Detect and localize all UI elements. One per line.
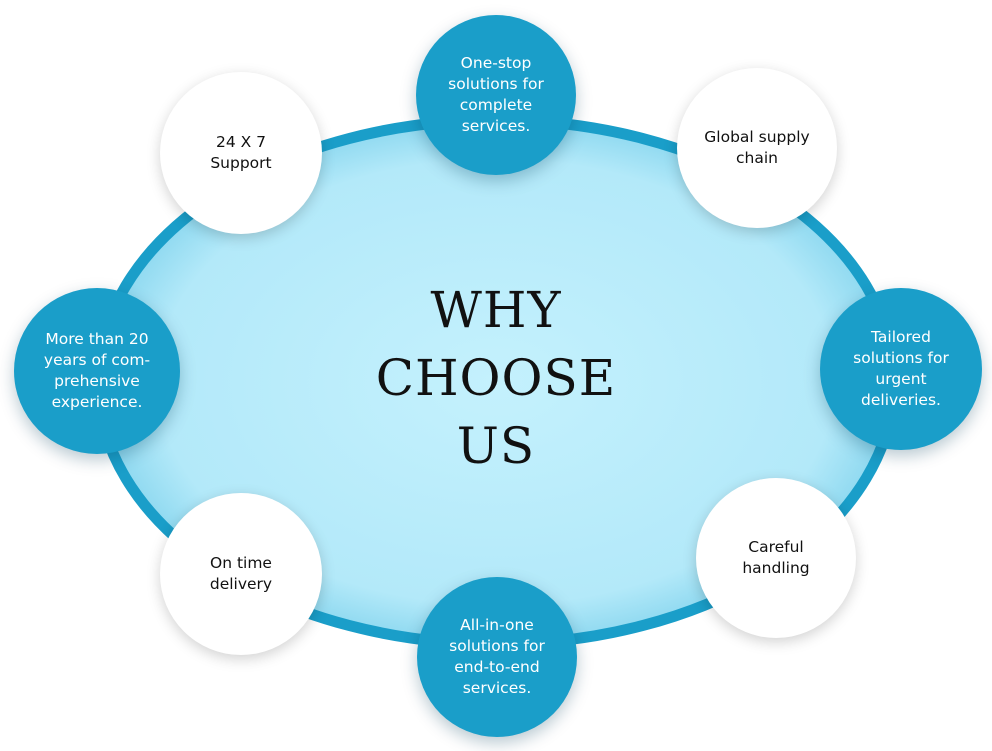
center-title: WHY CHOOSE US — [346, 268, 646, 488]
title-line-2: CHOOSE — [375, 349, 617, 407]
node-careful-handling: Careful handling — [696, 478, 856, 638]
node-global-supply-chain: Global supply chain — [677, 68, 837, 228]
title-line-1: WHY — [430, 281, 562, 339]
node-support-label: 24 X 7 Support — [210, 133, 272, 172]
node-tailored-label: Tailored solutions for urgent deliveries… — [853, 328, 949, 409]
node-experience: More than 20 years of com- prehensive ex… — [14, 288, 180, 454]
node-24x7-support: 24 X 7 Support — [160, 72, 322, 234]
node-experience-label: More than 20 years of com- prehensive ex… — [43, 330, 151, 411]
node-on-time-delivery: On time delivery — [160, 493, 322, 655]
node-one-stop-solutions: One-stop solutions for complete services… — [416, 15, 576, 175]
node-one-stop-label: One-stop solutions for complete services… — [448, 54, 544, 135]
node-on-time-label: On time delivery — [209, 554, 273, 593]
node-all-in-one-solutions: All-in-one solutions for end-to-end serv… — [417, 577, 577, 737]
node-global-supply-label: Global supply chain — [704, 128, 810, 167]
node-tailored-solutions: Tailored solutions for urgent deliveries… — [820, 288, 982, 450]
title-line-3: US — [456, 417, 536, 475]
node-careful-label: Careful handling — [742, 538, 810, 577]
node-all-in-one-label: All-in-one solutions for end-to-end serv… — [449, 616, 545, 697]
